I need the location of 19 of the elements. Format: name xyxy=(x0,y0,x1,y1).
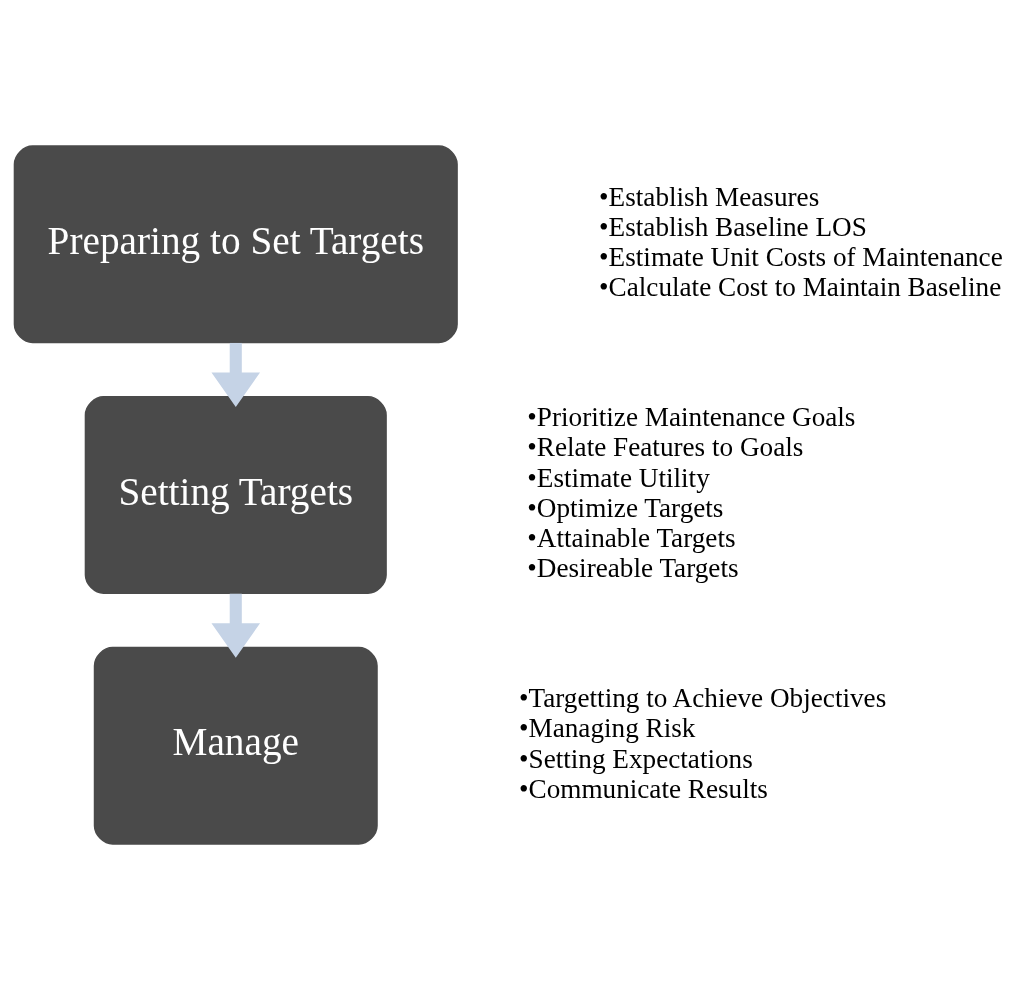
node-label: •Setting Expectations xyxy=(519,743,753,774)
node-label: •Attainable Targets xyxy=(527,522,736,553)
node-label: •Optimize Targets xyxy=(527,492,724,523)
node-label: •Communicate Results xyxy=(519,773,768,804)
arrow xyxy=(211,342,261,408)
node-label: •Calculate Cost to Maintain Baseline xyxy=(599,272,1002,303)
node-box: Manage xyxy=(93,646,378,845)
node-label: •Establish Baseline LOS xyxy=(599,211,867,242)
node-label: •Estimate Unit Costs of Maintenance xyxy=(599,241,1003,272)
node-label: •Estimate Utility xyxy=(527,462,710,493)
node-box: Preparing to Set Targets xyxy=(13,145,458,344)
node-box: Setting Targets xyxy=(84,396,387,594)
node-label: •Relate Features to Goals xyxy=(527,432,804,463)
arrow xyxy=(211,593,261,658)
node-label: •Targetting to Achieve Objectives xyxy=(519,683,887,714)
node-label: •Managing Risk xyxy=(519,713,696,744)
node-label: •Desireable Targets xyxy=(527,553,739,584)
node-label: •Establish Measures xyxy=(599,181,820,212)
node-label: •Prioritize Maintenance Goals xyxy=(527,402,856,433)
